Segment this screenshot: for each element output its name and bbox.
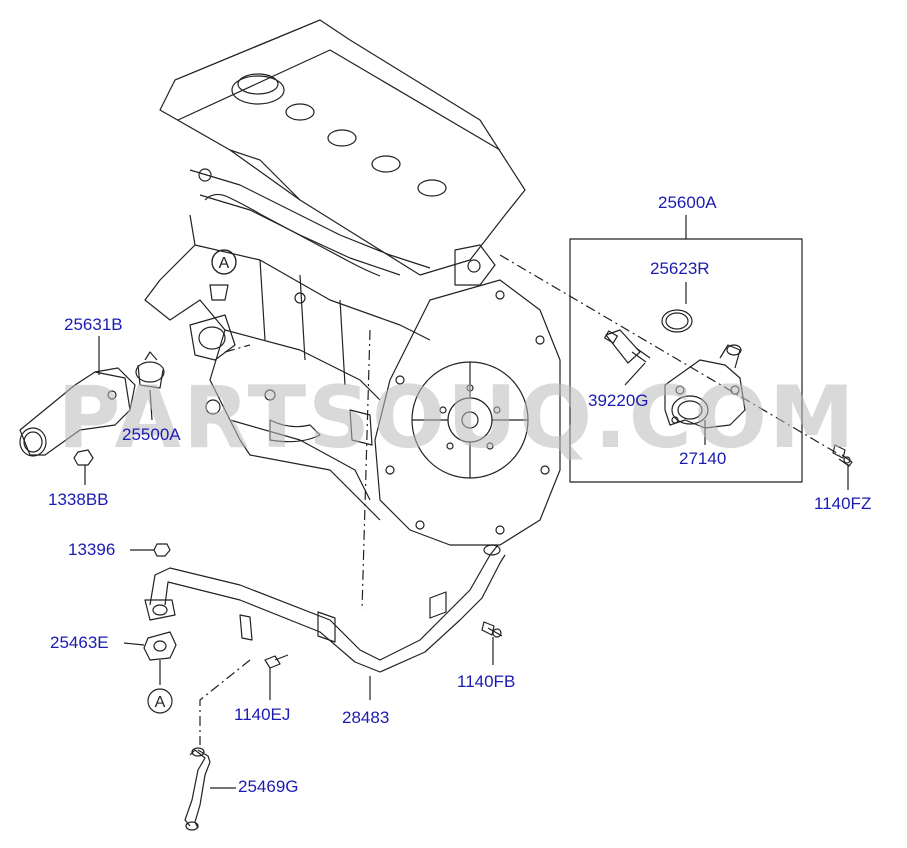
part-label-1140ej[interactable]: 1140EJ	[234, 705, 291, 724]
part-label-13396[interactable]: 13396	[68, 540, 116, 559]
temp-sensor-39220g	[604, 329, 651, 364]
bolt-1140ej	[264, 654, 289, 700]
part-label-39220g[interactable]: 39220G	[588, 391, 649, 410]
part-label-28483[interactable]: 28483	[342, 708, 390, 727]
gasket-25463e	[123, 631, 177, 685]
water-inlet-fitting-27140	[664, 344, 746, 429]
alignment-line	[499, 254, 841, 456]
bolt-1140fb	[481, 621, 503, 665]
alignment-line	[199, 659, 251, 745]
o-ring-25623r	[661, 309, 693, 333]
reference-marker-a-upper	[211, 249, 237, 275]
part-label-25631b[interactable]: 25631B	[64, 315, 123, 334]
thermostat-cover-25631b	[19, 336, 136, 457]
nut-1338bb	[73, 449, 94, 485]
part-label-1140fz[interactable]: 1140FZ	[814, 494, 872, 513]
thermostat-25500a	[135, 351, 165, 421]
water-pipe-28483	[144, 544, 506, 700]
alignment-line	[361, 329, 371, 611]
nut-13396	[130, 543, 171, 557]
reference-marker-a-lower-label: A	[155, 694, 166, 711]
reference-marker-a-upper-label: A	[219, 255, 230, 272]
alignment-line	[224, 344, 251, 353]
hose-25469g	[184, 747, 236, 831]
bolt-1140fz	[832, 444, 853, 467]
part-label-1338bb[interactable]: 1338BB	[48, 490, 109, 509]
engine-block	[144, 19, 561, 546]
part-label-27140[interactable]: 27140	[679, 449, 727, 468]
part-label-25623r[interactable]: 25623R	[650, 259, 710, 278]
assembly-box-25600a	[569, 215, 849, 490]
part-label-25469g[interactable]: 25469G	[238, 777, 299, 796]
part-label-25463e[interactable]: 25463E	[50, 633, 109, 652]
part-label-25500a[interactable]: 25500A	[122, 425, 181, 444]
part-label-1140fb[interactable]: 1140FB	[457, 672, 516, 691]
reference-marker-a-lower	[147, 688, 173, 714]
part-label-25600a[interactable]: 25600A	[658, 193, 717, 212]
